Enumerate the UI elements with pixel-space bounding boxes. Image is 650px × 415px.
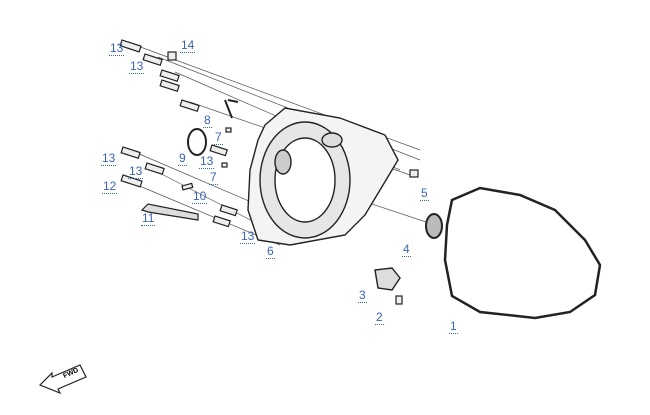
callout-13[interactable]: 13 xyxy=(240,229,256,244)
callout-1[interactable]: 1 xyxy=(449,319,458,334)
callout-3[interactable]: 3 xyxy=(358,288,367,303)
callout-7[interactable]: 7 xyxy=(214,130,223,145)
callout-12[interactable]: 12 xyxy=(102,179,118,194)
callout-11[interactable]: 11 xyxy=(141,211,156,226)
gasket xyxy=(443,186,602,320)
callout-9[interactable]: 9 xyxy=(178,151,187,166)
callout-2[interactable]: 2 xyxy=(375,310,384,325)
oil-seal xyxy=(425,213,443,239)
sensor xyxy=(374,267,401,291)
callout-13[interactable]: 13 xyxy=(129,59,145,74)
fwd-arrow-icon xyxy=(38,364,87,395)
case-cover xyxy=(247,107,399,246)
callout-8[interactable]: 8 xyxy=(203,113,212,128)
pin xyxy=(224,99,239,119)
callout-6[interactable]: 6 xyxy=(266,244,275,259)
callout-4[interactable]: 4 xyxy=(402,242,411,257)
pipe xyxy=(140,203,199,221)
callout-13[interactable]: 13 xyxy=(109,41,125,56)
callout-5[interactable]: 5 xyxy=(420,186,429,201)
callout-10[interactable]: 10 xyxy=(192,189,208,204)
callout-14[interactable]: 14 xyxy=(180,38,196,53)
callout-7[interactable]: 7 xyxy=(209,170,218,185)
callout-13[interactable]: 13 xyxy=(199,154,215,169)
o-ring xyxy=(187,128,207,156)
callout-13[interactable]: 13 xyxy=(101,151,117,166)
callout-13[interactable]: 13 xyxy=(128,164,144,179)
bolts xyxy=(119,39,419,305)
